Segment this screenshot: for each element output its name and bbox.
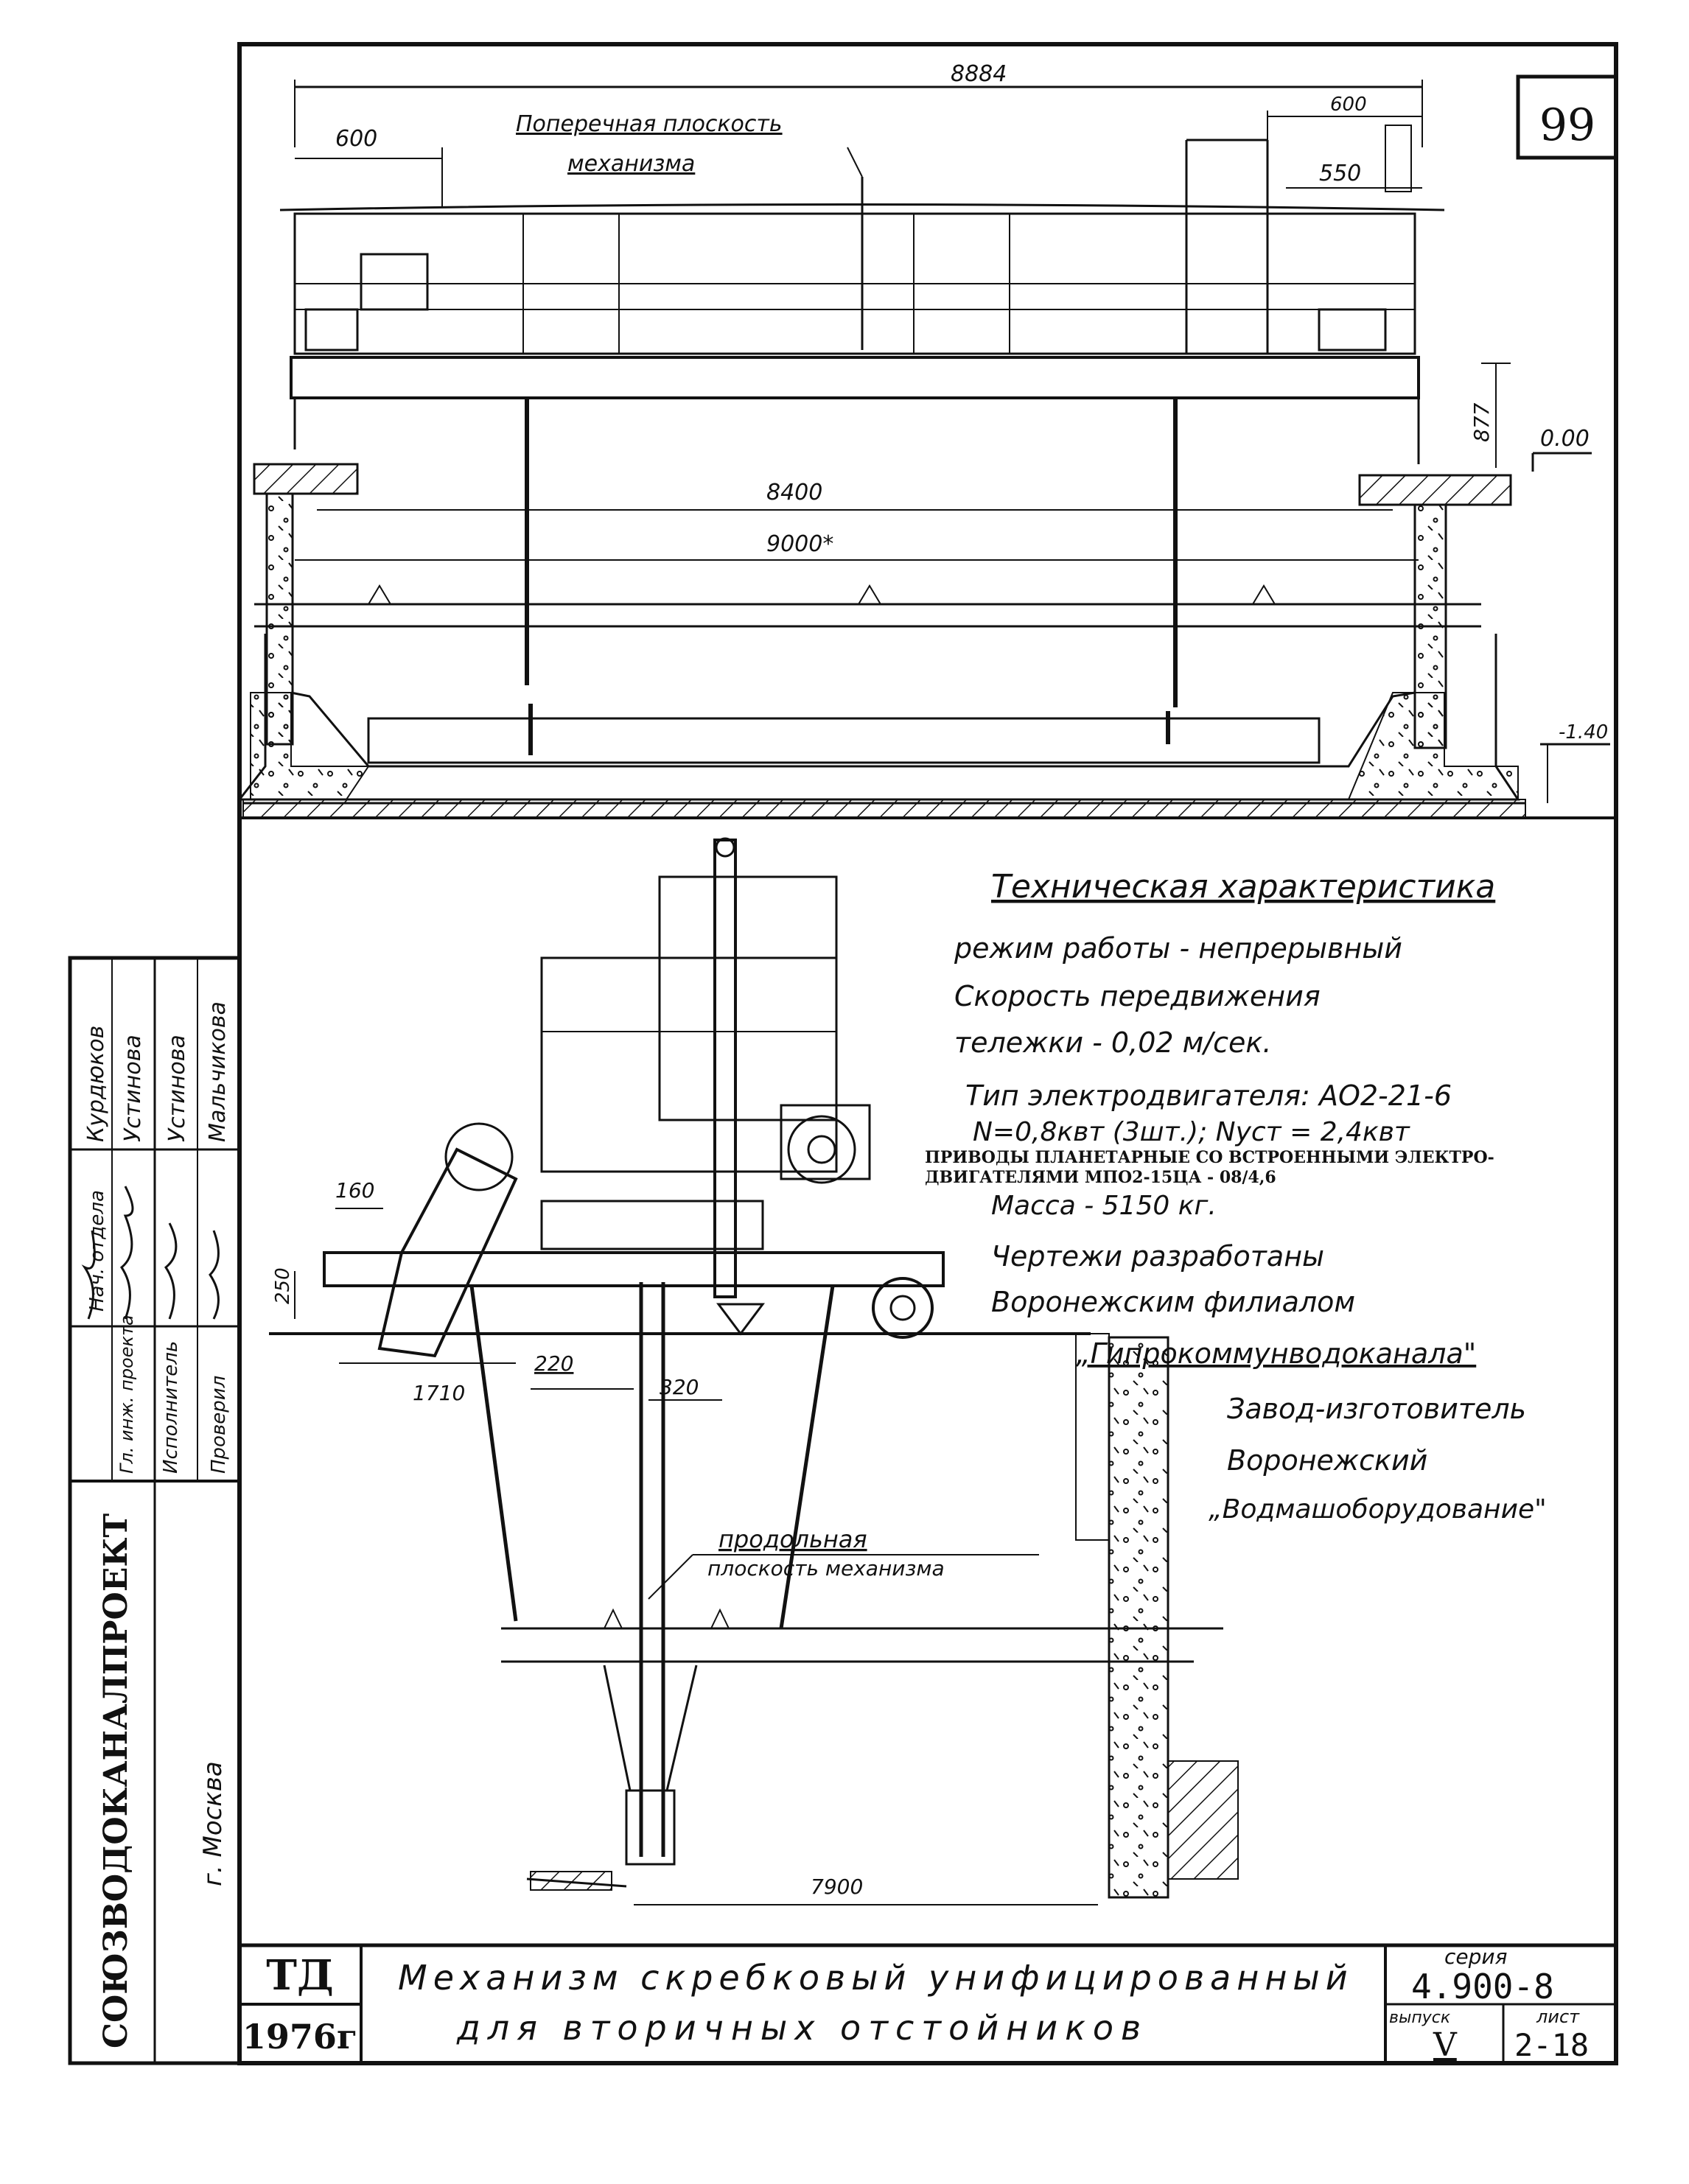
city-name: г. Москва bbox=[198, 1761, 228, 1886]
dim-right-inner: 550 bbox=[1319, 161, 1361, 186]
plane-label-top-1: Поперечная плоскость bbox=[516, 111, 783, 137]
td-label: ТД bbox=[266, 1951, 333, 2000]
spec-line-11: „Гипрокоммунводоканала" bbox=[1076, 1337, 1476, 1370]
page-number: 99 bbox=[1539, 99, 1595, 151]
sheet-frame bbox=[68, 42, 1618, 2065]
stamp-role-1: Нач. отдела bbox=[86, 1190, 108, 1312]
sheet-label: лист bbox=[1536, 2006, 1580, 2027]
dim-span-outer: 9000* bbox=[766, 531, 833, 557]
dim-height: 877 bbox=[1469, 402, 1494, 442]
level-bottom: -1.40 bbox=[1559, 721, 1608, 743]
longitudinal-view bbox=[269, 837, 1239, 1905]
dim-220: 220 bbox=[534, 1351, 573, 1376]
stamp-name-2: Устинова bbox=[120, 1035, 146, 1142]
spec-line-4: Тип электродвигателя: АО2-21-6 bbox=[965, 1079, 1452, 1112]
dim-left: 600 bbox=[335, 126, 377, 152]
spec-line-7: ДВИГАТЕЛЯМИ МПО2-15ЦА - 08/4,6 bbox=[925, 1168, 1276, 1187]
stamp-role-3: Исполнитель bbox=[160, 1341, 182, 1474]
spec-line-3: тележки - 0,02 м/сек. bbox=[954, 1026, 1271, 1059]
spec-line-2: Скорость передвижения bbox=[954, 980, 1321, 1012]
year-label: 1976г bbox=[242, 2017, 357, 2057]
stamp-role-4: Проверил bbox=[208, 1376, 230, 1474]
spec-line-9: Чертежи разработаны bbox=[991, 1240, 1324, 1273]
plane-label-top-2: механизма bbox=[567, 151, 695, 177]
signatures bbox=[81, 1186, 220, 1320]
sheet-value: 2-18 bbox=[1514, 2027, 1589, 2063]
spec-line-13: Воронежский bbox=[1227, 1444, 1427, 1477]
dim-7900: 7900 bbox=[811, 1875, 863, 1899]
dim-span-inner: 8400 bbox=[766, 480, 822, 505]
dim-1710: 1710 bbox=[413, 1381, 465, 1405]
issue-value: V bbox=[1433, 2026, 1458, 2064]
plane-label-side-2: плоскость механизма bbox=[707, 1556, 945, 1581]
spec-line-8: Масса - 5150 кг. bbox=[991, 1191, 1217, 1221]
level-top: 0.00 bbox=[1540, 426, 1590, 452]
specs-heading: Техническая характеристика bbox=[991, 868, 1495, 906]
spec-line-10: Воронежским филиалом bbox=[991, 1286, 1355, 1318]
series-value: 4.900-8 bbox=[1411, 1967, 1554, 2006]
plane-label-side-1: продольная bbox=[718, 1525, 867, 1553]
stamp-name-4: Мальчикова bbox=[205, 1001, 231, 1142]
title-line-1: Механизм скребковый унифицированный bbox=[398, 1958, 1354, 1998]
spec-line-6: ПРИВОДЫ ПЛАНЕТАРНЫЕ СО ВСТРОЕННЫМИ ЭЛЕКТ… bbox=[925, 1148, 1494, 1167]
title-line-2: для вторичных отстойников bbox=[456, 2008, 1148, 2048]
dim-right-top: 600 bbox=[1330, 94, 1367, 116]
stamp-name-3: Устинова bbox=[164, 1035, 190, 1142]
dim-total: 8884 bbox=[951, 61, 1007, 87]
spec-line-5: N=0,8квт (3шт.); Nуст = 2,4квт bbox=[973, 1117, 1410, 1147]
stamp-name-1: Курдюков bbox=[83, 1026, 109, 1142]
dim-250: 250 bbox=[272, 1267, 294, 1304]
organization-name: СОЮЗВОДОКАНАЛПРОЕКТ bbox=[97, 1513, 135, 2048]
issue-label: выпуск bbox=[1389, 2009, 1451, 2027]
spec-line-12: Завод-изготовитель bbox=[1227, 1393, 1526, 1425]
spec-line-1: режим работы - непрерывный bbox=[954, 932, 1402, 965]
series-label: серия bbox=[1444, 1945, 1507, 1969]
spec-line-14: „Водмашоборудование" bbox=[1209, 1494, 1547, 1525]
dim-320: 320 bbox=[660, 1375, 699, 1399]
stamp-role-2: Гл. инж. проекта bbox=[116, 1315, 137, 1474]
cross-section-view bbox=[237, 80, 1610, 819]
dim-160: 160 bbox=[335, 1178, 374, 1203]
